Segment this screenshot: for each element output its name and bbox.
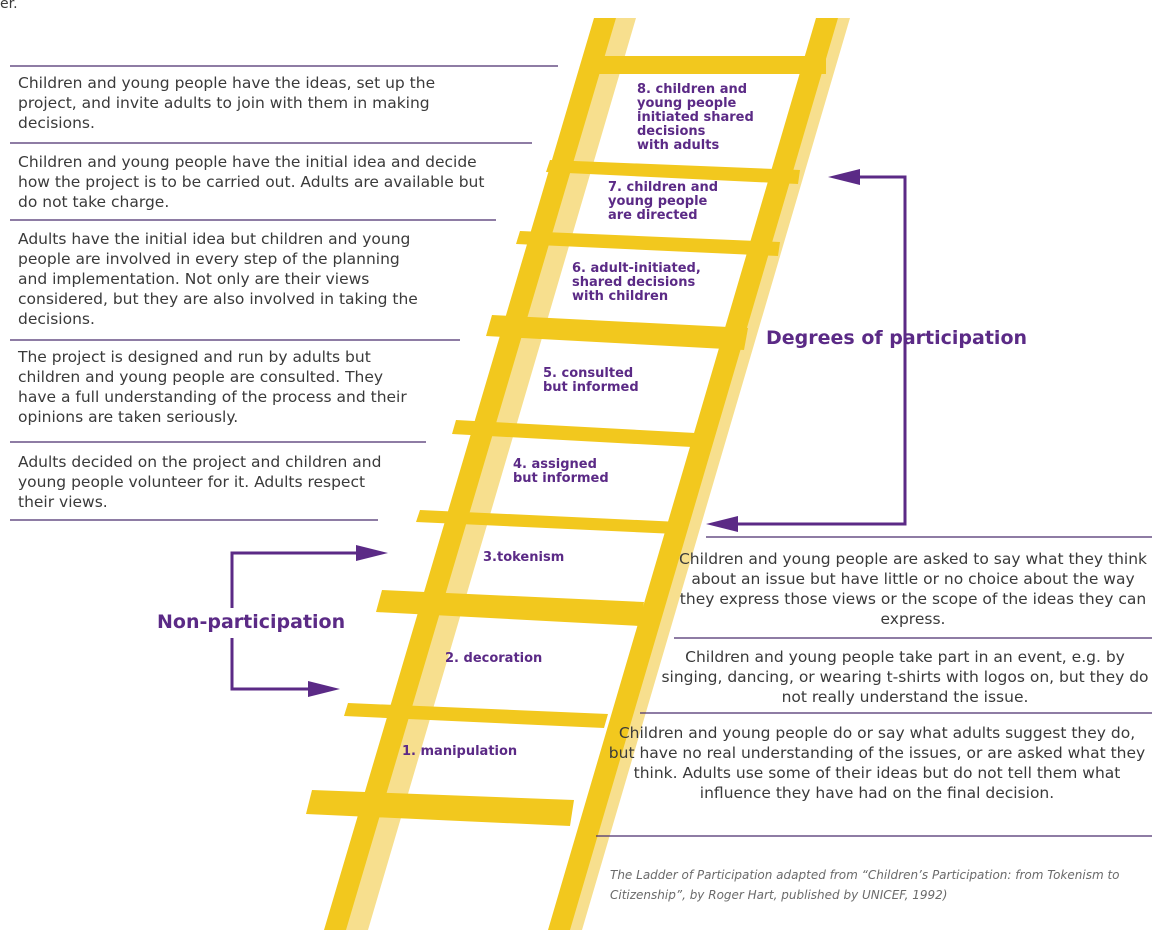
participation-bracket — [730, 175, 907, 526]
rung-label-1: 1. manipulation — [402, 744, 518, 759]
ladder-rungs — [306, 56, 826, 826]
description-rung-1: Children and young people do or say what… — [608, 724, 1146, 802]
top-text-fragment: er. — [0, 0, 18, 12]
description-rung-8: Children and young people have the ideas… — [18, 74, 436, 132]
non-participation-arrowhead-bottom — [308, 681, 340, 697]
rung-top — [590, 56, 826, 74]
rung-3 — [376, 590, 644, 626]
rung-label-4: 4. assigned but informed — [513, 457, 609, 486]
rung-1 — [306, 790, 574, 826]
rung-label-8: 8. children and young people initiated s… — [637, 82, 754, 153]
participation-arrowhead-bottom — [706, 516, 738, 532]
rung-4 — [416, 510, 680, 534]
participation-bracket-line — [730, 175, 907, 526]
left-rail — [324, 18, 616, 930]
non-participation-bottom-line — [230, 638, 314, 691]
non-participation-arrowhead-top — [356, 545, 388, 561]
non-participation-top-line — [230, 551, 360, 608]
rung-label-7: 7. children and young people are directe… — [608, 180, 719, 223]
description-rung-6: Adults have the initial idea but childre… — [18, 230, 418, 328]
degrees-of-participation-label: Degrees of participation — [766, 327, 1028, 349]
rung-label-5: 5. consulted but informed — [543, 366, 639, 395]
source-caption: The Ladder of Participation adapted from… — [610, 868, 1120, 902]
description-rung-4: Adults decided on the project and childr… — [18, 453, 382, 511]
rung-label-3: 3.tokenism — [483, 550, 565, 565]
rung-2 — [344, 703, 608, 728]
non-participation-bracket — [230, 551, 360, 691]
rung-7 — [516, 231, 780, 256]
participation-arrowhead-top — [828, 169, 860, 185]
rung-8 — [546, 160, 800, 184]
rung-label-2: 2. decoration — [445, 651, 543, 666]
rung-6 — [486, 315, 748, 350]
description-rung-2: Children and young people take part in a… — [661, 648, 1149, 706]
non-participation-label: Non-participation — [157, 611, 346, 633]
left-rules — [10, 65, 558, 521]
right-rules — [596, 536, 1152, 837]
description-rung-5: The project is designed and run by adult… — [18, 348, 407, 426]
description-rung-7: Children and young people have the initi… — [18, 153, 485, 211]
description-rung-3: Children and young people are asked to s… — [678, 550, 1148, 628]
rung-label-6: 6. adult-initiated, shared decisions wit… — [572, 261, 701, 304]
rung-5 — [452, 420, 714, 448]
